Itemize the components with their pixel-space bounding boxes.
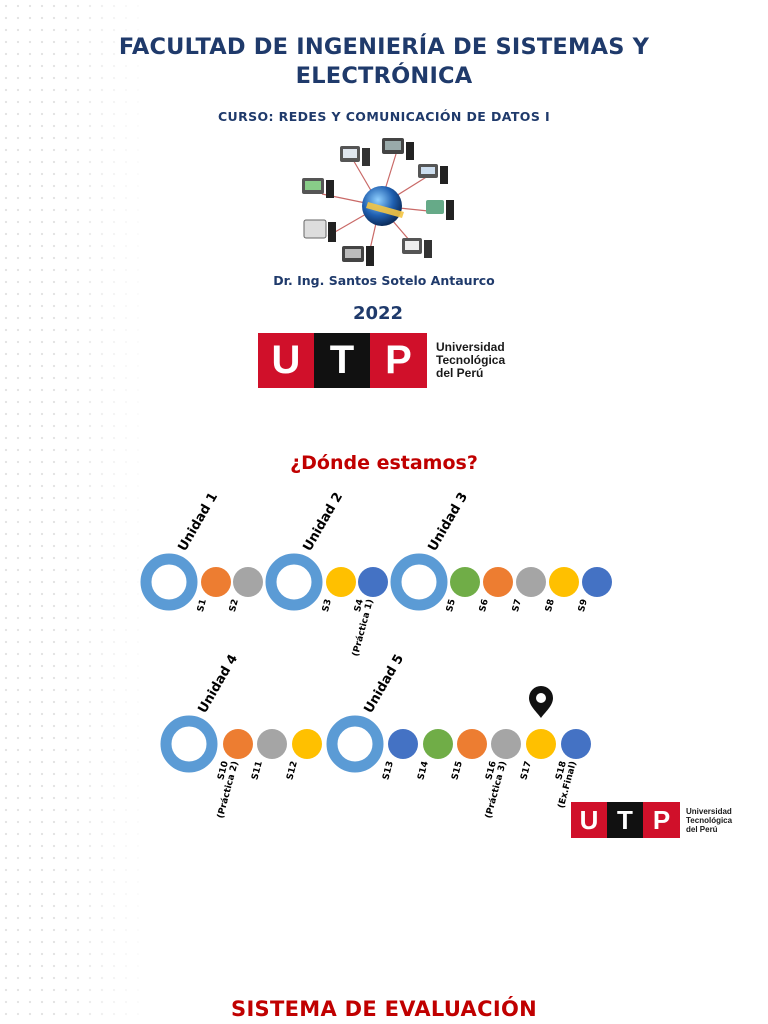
session-label-s18: S18 bbox=[554, 760, 569, 781]
utp-name-line1: Universidad bbox=[436, 340, 505, 354]
session-label-s3: S3 bbox=[321, 598, 334, 613]
session-label-s17: S17 bbox=[519, 760, 534, 781]
background-fade bbox=[60, 0, 768, 1024]
utp-small-name-line3: del Perú bbox=[686, 824, 718, 834]
session-dot-s8 bbox=[549, 567, 579, 597]
session-dot-s18 bbox=[561, 729, 591, 759]
faculty-title: FACULTAD DE INGENIERÍA DE SISTEMAS Y ELE… bbox=[84, 33, 684, 91]
utp-logo-small-text: Universidad Tecnológica del Perú bbox=[686, 807, 732, 834]
session-label-s12: S12 bbox=[285, 760, 300, 781]
unit-label-3: Unidad 3 bbox=[425, 490, 471, 554]
session-label-s9: S9 bbox=[577, 598, 590, 613]
session-dot-s15 bbox=[457, 729, 487, 759]
utp-logo-text: Universidad Tecnológica del Perú bbox=[436, 341, 505, 380]
utp-small-letter-t: T bbox=[607, 802, 643, 838]
utp-small-letter-p: P bbox=[643, 802, 680, 838]
session-dot-s9 bbox=[582, 567, 612, 597]
session-dot-s2 bbox=[233, 567, 263, 597]
utp-logo-small: U T P Universidad Tecnológica del Perú bbox=[571, 802, 732, 838]
utp-logo: U T P Universidad Tecnológica del Perú bbox=[258, 333, 505, 388]
session-label-s1: S1 bbox=[196, 598, 209, 613]
utp-small-letter-u: U bbox=[571, 802, 607, 838]
utp-small-name-line1: Universidad bbox=[686, 806, 732, 816]
unit-ring-2 bbox=[265, 553, 323, 611]
session-dot-s1 bbox=[201, 567, 231, 597]
unit-ring-5 bbox=[326, 715, 384, 773]
session-label-s6: S6 bbox=[478, 598, 491, 613]
session-label-s8: S8 bbox=[544, 598, 557, 613]
session-label-s4: S4 bbox=[353, 598, 366, 613]
utp-letter-p: P bbox=[370, 333, 427, 388]
utp-letter-u: U bbox=[258, 333, 314, 388]
roadmap-heading: ¿Dónde estamos? bbox=[290, 452, 478, 474]
utp-name-line2: Tecnológica bbox=[436, 353, 506, 367]
faculty-title-line2: ELECTRÓNICA bbox=[295, 63, 473, 89]
unit-label-4: Unidad 4 bbox=[195, 652, 241, 716]
course-name: CURSO: REDES Y COMUNICACIÓN DE DATOS I bbox=[217, 109, 551, 124]
session-dot-s6 bbox=[483, 567, 513, 597]
evaluation-section-title: SISTEMA DE EVALUACIÓN bbox=[231, 997, 537, 1021]
session-label-s11: S11 bbox=[250, 760, 265, 781]
year: 2022 bbox=[352, 303, 404, 324]
utp-small-name-line2: Tecnológica bbox=[686, 815, 733, 825]
unit-label-2: Unidad 2 bbox=[300, 490, 346, 554]
session-label-s2: S2 bbox=[228, 598, 241, 613]
utp-logo-small-mark: U T P bbox=[571, 802, 680, 838]
unit-ring-1 bbox=[140, 553, 198, 611]
session-dot-s17 bbox=[526, 729, 556, 759]
location-pin-hole bbox=[536, 693, 546, 703]
session-dot-s4 bbox=[358, 567, 388, 597]
unit-ring-4 bbox=[160, 715, 218, 773]
session-dot-s14 bbox=[423, 729, 453, 759]
faculty-title-line1: FACULTAD DE INGENIERÍA DE SISTEMAS Y bbox=[118, 34, 650, 60]
session-label-s7: S7 bbox=[511, 598, 524, 613]
session-dot-s7 bbox=[516, 567, 546, 597]
session-dot-s11 bbox=[257, 729, 287, 759]
session-dot-s5 bbox=[450, 567, 480, 597]
session-dot-s16 bbox=[491, 729, 521, 759]
unit-label-5: Unidad 5 bbox=[361, 652, 407, 716]
session-dot-s10 bbox=[223, 729, 253, 759]
author-name: Dr. Ing. Santos Sotelo Antaurco bbox=[273, 273, 495, 288]
session-label-s16: S16 bbox=[484, 760, 499, 781]
session-label-s5: S5 bbox=[445, 598, 458, 613]
network-illustration bbox=[302, 138, 454, 266]
unit-label-1: Unidad 1 bbox=[175, 490, 221, 554]
session-label-s15: S15 bbox=[450, 760, 465, 781]
session-dot-s12 bbox=[292, 729, 322, 759]
session-label-s13: S13 bbox=[381, 760, 396, 781]
session-label-s14: S14 bbox=[416, 760, 431, 781]
session-dot-s3 bbox=[326, 567, 356, 597]
utp-logo-mark: U T P bbox=[258, 333, 427, 388]
computer-icons bbox=[302, 138, 454, 266]
utp-name-line3: del Perú bbox=[436, 366, 484, 380]
utp-letter-t: T bbox=[314, 333, 370, 388]
session-label-s10: S10 bbox=[216, 760, 231, 781]
session-dot-s13 bbox=[388, 729, 418, 759]
unit-ring-3 bbox=[390, 553, 448, 611]
